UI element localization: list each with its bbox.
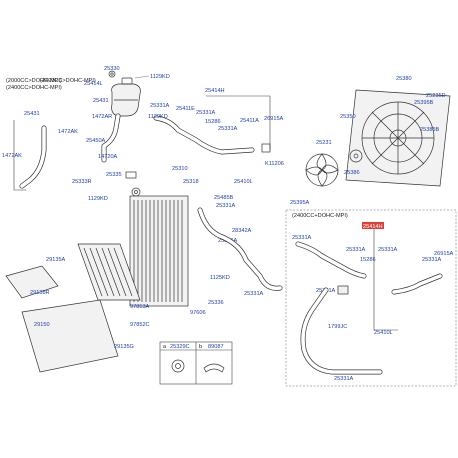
label-25410l[interactable]: 25410L <box>234 179 253 185</box>
label-25331a-r2[interactable]: 25331A <box>346 247 366 253</box>
clamp-26915a[interactable] <box>261 143 271 153</box>
note-2400cc-overlay: (2400CC>DOHC-MPI) <box>40 78 96 84</box>
label-25331a-2[interactable]: 25331A <box>196 110 216 116</box>
shield-29135a[interactable] <box>5 265 59 299</box>
reservoir-tank[interactable] <box>111 77 141 117</box>
legend-a-letter: a <box>163 344 167 350</box>
label-97852c[interactable]: 97852C <box>130 322 150 328</box>
fan-shroud[interactable] <box>345 89 451 187</box>
label-25335[interactable]: 25335 <box>106 172 122 178</box>
hose-connector[interactable] <box>337 285 349 295</box>
label-14720a[interactable]: 14720A <box>98 154 118 160</box>
label-1129kd-top[interactable]: 1129KD <box>150 74 170 80</box>
label-28342a[interactable]: 28342A <box>232 228 252 234</box>
label-25395b[interactable]: 25395B <box>414 100 434 106</box>
label-25331a-1[interactable]: 25331A <box>150 103 170 109</box>
label-25485b[interactable]: 25485B <box>214 195 234 201</box>
note-2000cc: (2000CC>DOHC-MPI) <box>6 78 62 84</box>
radiator[interactable] <box>129 195 189 307</box>
label-26915a-r[interactable]: 26915A <box>434 251 454 257</box>
label-25336[interactable]: 25336 <box>208 300 224 306</box>
label-25331a-3[interactable]: 25331A <box>218 126 238 132</box>
label-25385b[interactable]: 25385B <box>420 127 440 133</box>
label-25386[interactable]: 25386 <box>344 170 360 176</box>
label-1125kd[interactable]: 1125KD <box>210 275 230 281</box>
label-26915a[interactable]: 26915A <box>264 116 284 122</box>
label-25414-top[interactable]: 25414L <box>84 81 103 87</box>
legend-a-part <box>171 359 185 373</box>
label-25331a-r6[interactable]: 25331A <box>334 376 354 382</box>
lower-hose-2400[interactable] <box>300 287 383 375</box>
label-15286[interactable]: 15286 <box>205 119 221 125</box>
label-25331a-r3[interactable]: 25331A <box>378 247 398 253</box>
label-29138r[interactable]: 29138R <box>30 290 50 296</box>
label-25331a-r1[interactable]: 25331A <box>292 235 312 241</box>
reservoir-cap[interactable] <box>108 70 116 78</box>
bracket-25335[interactable] <box>125 171 137 179</box>
label-25310[interactable]: 25310 <box>172 166 188 172</box>
label-1129kd-mid[interactable]: 1129KD <box>88 196 108 202</box>
legend-a-code[interactable]: 25329C <box>170 344 190 350</box>
label-25414h[interactable]: 25414H <box>205 88 225 94</box>
label-97853a[interactable]: 97853A <box>130 304 150 310</box>
label-29135a[interactable]: 29135A <box>46 257 66 263</box>
legend-b-letter: b <box>199 344 202 350</box>
label-25431-a[interactable]: 25431 <box>93 98 109 104</box>
legend-box <box>159 341 233 385</box>
note-2400cc: (2400CC>DOHC-MPI) <box>6 85 62 91</box>
label-25235d[interactable]: 25235D <box>426 93 446 99</box>
label-1472ak-a[interactable]: 1472AK <box>58 129 78 135</box>
label-97606[interactable]: 97606 <box>190 310 206 316</box>
label-k11206[interactable]: K11206 <box>265 161 284 167</box>
label-25431-b[interactable]: 25431 <box>24 111 40 117</box>
legend-b-code[interactable]: 89087 <box>208 344 224 350</box>
label-29150[interactable]: 29150 <box>34 322 50 328</box>
label-25331a-r4[interactable]: 25331A <box>422 257 442 263</box>
label-25330[interactable]: 25330 <box>104 66 120 72</box>
highlight-25414h <box>362 222 384 229</box>
condenser[interactable] <box>77 243 141 301</box>
shield-29150[interactable] <box>21 299 119 373</box>
label-25450a[interactable]: 25450A <box>86 138 106 144</box>
label-25331a-4[interactable]: 25331A <box>216 203 236 209</box>
label-25333r[interactable]: 25333R <box>72 179 92 185</box>
fan-motor[interactable] <box>349 149 363 163</box>
label-1129kd-2[interactable]: 1129KD <box>148 114 168 120</box>
label-25395a[interactable]: 25395A <box>290 200 310 206</box>
mount-25333r[interactable] <box>131 187 141 197</box>
label-25414h-highlight[interactable]: 25414H <box>363 224 383 230</box>
note-right-box: (2400CC+DOHC-MPI) <box>292 213 348 219</box>
label-25350[interactable]: 25350 <box>340 114 356 120</box>
variant-box-2400cc <box>285 209 457 387</box>
label-25318[interactable]: 25318 <box>183 179 199 185</box>
label-25231[interactable]: 25231 <box>316 140 332 146</box>
label-1472ak-b[interactable]: 1472AK <box>2 153 22 159</box>
label-1472ar[interactable]: 1472AR <box>92 114 112 120</box>
label-25331a-6[interactable]: 25331A <box>244 291 264 297</box>
label-1799jc[interactable]: 1799JC <box>328 324 347 330</box>
label-29135g[interactable]: 29135G <box>114 344 134 350</box>
label-15286-r[interactable]: 15286 <box>360 257 376 263</box>
legend-b-part <box>203 363 225 373</box>
label-25411e[interactable]: 25411E <box>176 106 195 112</box>
fan-blade[interactable] <box>305 153 339 187</box>
label-25380[interactable]: 25380 <box>396 76 412 82</box>
label-25410l-r[interactable]: 25410L <box>374 330 393 336</box>
label-25411a[interactable]: 25411A <box>240 118 259 124</box>
